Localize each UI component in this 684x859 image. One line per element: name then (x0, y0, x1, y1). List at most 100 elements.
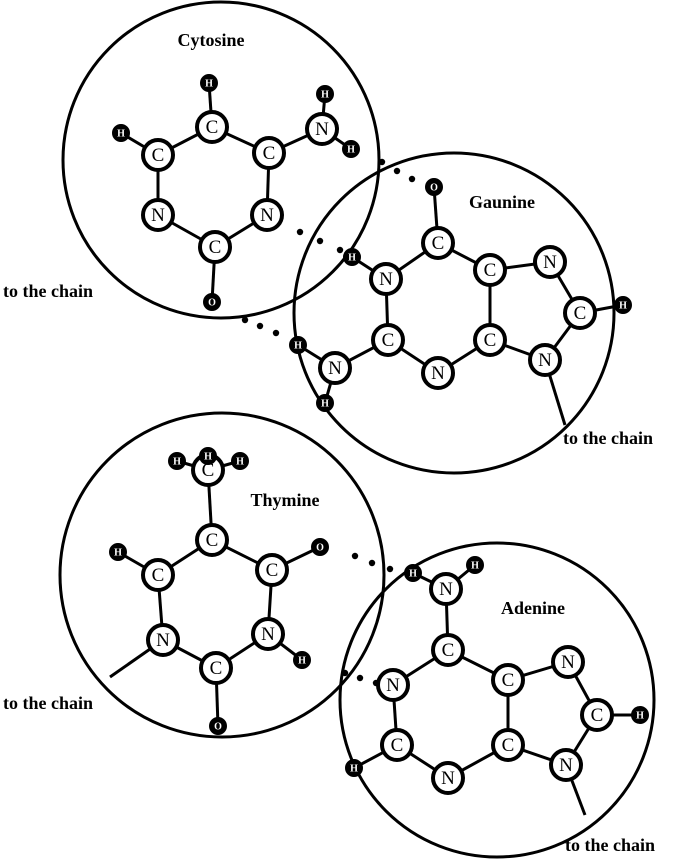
cytosine-atom-o: O (203, 293, 221, 311)
atom-label: H (409, 569, 417, 580)
gaunine-atom-n: N (421, 356, 455, 390)
thymine-atom-c: C (255, 553, 289, 587)
adenine-atom-c: C (491, 728, 525, 762)
adenine-atom-n: N (376, 668, 410, 702)
atom-label: N (431, 363, 445, 384)
hydrogen-bond-dot (368, 559, 376, 567)
atom-label: H (205, 79, 213, 90)
gaunine-atom-h: H (343, 248, 361, 266)
thymine-atom-c: C (195, 523, 229, 557)
cytosine-atom-n: N (141, 198, 175, 232)
thymine-atom-o: O (209, 717, 227, 735)
atom-label: C (266, 560, 279, 581)
atom-label: C (502, 735, 515, 756)
atom-label: O (316, 543, 324, 554)
thymine-atom-h: H (293, 651, 311, 669)
adenine-atom-h: H (404, 564, 422, 582)
gaunine-atom-n: N (369, 262, 403, 296)
hydrogen-bond-dot (386, 565, 394, 573)
atom-label: C (209, 237, 222, 258)
thymine-atom-h: H (199, 447, 217, 465)
atom-label: H (117, 129, 125, 140)
atom-label: N (538, 350, 552, 371)
atom-label: C (574, 303, 587, 324)
atom-label: H (619, 301, 627, 312)
hydrogen-bond-dot (341, 669, 349, 677)
thymine-title: Thymine (250, 490, 319, 510)
atom-label: N (543, 252, 557, 273)
hydrogen-bond-dot (378, 158, 386, 166)
atom-label: N (151, 205, 165, 226)
atom-label: H (236, 457, 244, 468)
atom-label: H (114, 548, 122, 559)
gaunine-atom-c: C (473, 323, 507, 357)
gaunine-chain-label: to the chain (563, 428, 653, 448)
thymine-atom-h: H (231, 452, 249, 470)
thymine-atom-n: N (251, 617, 285, 651)
cytosine-atom-c: C (252, 136, 286, 170)
gaunine-atom-c: C (563, 296, 597, 330)
cytosine-atom-c: C (198, 230, 232, 264)
atom-label: N (441, 768, 455, 789)
atom-label: C (206, 117, 219, 138)
cytosine-atom-c: C (141, 138, 175, 172)
atom-label: H (347, 145, 355, 156)
atom-label: O (430, 183, 438, 194)
adenine-atom-h: H (631, 706, 649, 724)
cytosine-chain-label: to the chain (3, 281, 93, 301)
thymine-boundary-circle (58, 411, 386, 739)
hydrogen-bond-dot (393, 167, 401, 175)
adenine-atom-n: N (431, 761, 465, 795)
thymine-atom-h: H (109, 543, 127, 561)
adenine-chain-label: to the chain (565, 835, 655, 855)
thymine-atom-c: C (141, 558, 175, 592)
cytosine-atom-h: H (316, 85, 334, 103)
atom-label: H (350, 764, 358, 775)
gaunine-atom-c: C (371, 323, 405, 357)
atom-label: N (261, 624, 275, 645)
gaunine-atom-n: N (533, 245, 567, 279)
atom-label: N (156, 630, 170, 651)
atom-label: C (210, 658, 223, 679)
atom-label: H (321, 399, 329, 410)
atom-label: C (152, 565, 165, 586)
adenine-atom-h: H (345, 759, 363, 777)
thymine-atom-n: N (146, 623, 180, 657)
atom-label: N (439, 579, 453, 600)
hydrogen-bond-dot (296, 228, 304, 236)
thymine-atom-o: O (311, 538, 329, 556)
thymine-atom-c: C (199, 651, 233, 685)
hydrogen-bond-dot (316, 237, 324, 245)
atom-label: C (502, 670, 515, 691)
hydrogen-bond-dot (408, 175, 416, 183)
hydrogen-bond-dot (356, 674, 364, 682)
atom-label: H (298, 656, 306, 667)
atom-label: H (294, 341, 302, 352)
cytosine-atom-n: N (305, 112, 339, 146)
thymine-atom-h: H (168, 452, 186, 470)
gaunine-atom-o: O (425, 178, 443, 196)
hydrogen-bond-dot (256, 322, 264, 330)
adenine-title: Adenine (501, 598, 565, 618)
atom-label: N (559, 755, 573, 776)
atom-label: H (348, 253, 356, 264)
gaunine-atom-c: C (473, 253, 507, 287)
gaunine-title: Gaunine (469, 192, 535, 212)
adenine-atom-c: C (380, 728, 414, 762)
adenine-atom-n: N (549, 748, 583, 782)
atom-label: C (442, 640, 455, 661)
gaunine-boundary-circle (292, 151, 616, 475)
adenine-boundary-circle (338, 541, 656, 859)
cytosine-title: Cytosine (178, 30, 245, 50)
gaunine-atom-c: C (421, 226, 455, 260)
atom-label: H (636, 711, 644, 722)
atom-label: H (471, 561, 479, 572)
atom-label: N (561, 652, 575, 673)
adenine-atom-n: N (429, 572, 463, 606)
atom-label: C (382, 330, 395, 351)
cytosine-boundary-circle (61, 0, 381, 320)
atom-label: C (206, 530, 219, 551)
gaunine-atom-h: H (614, 296, 632, 314)
hydrogen-bond-dot (351, 552, 359, 560)
